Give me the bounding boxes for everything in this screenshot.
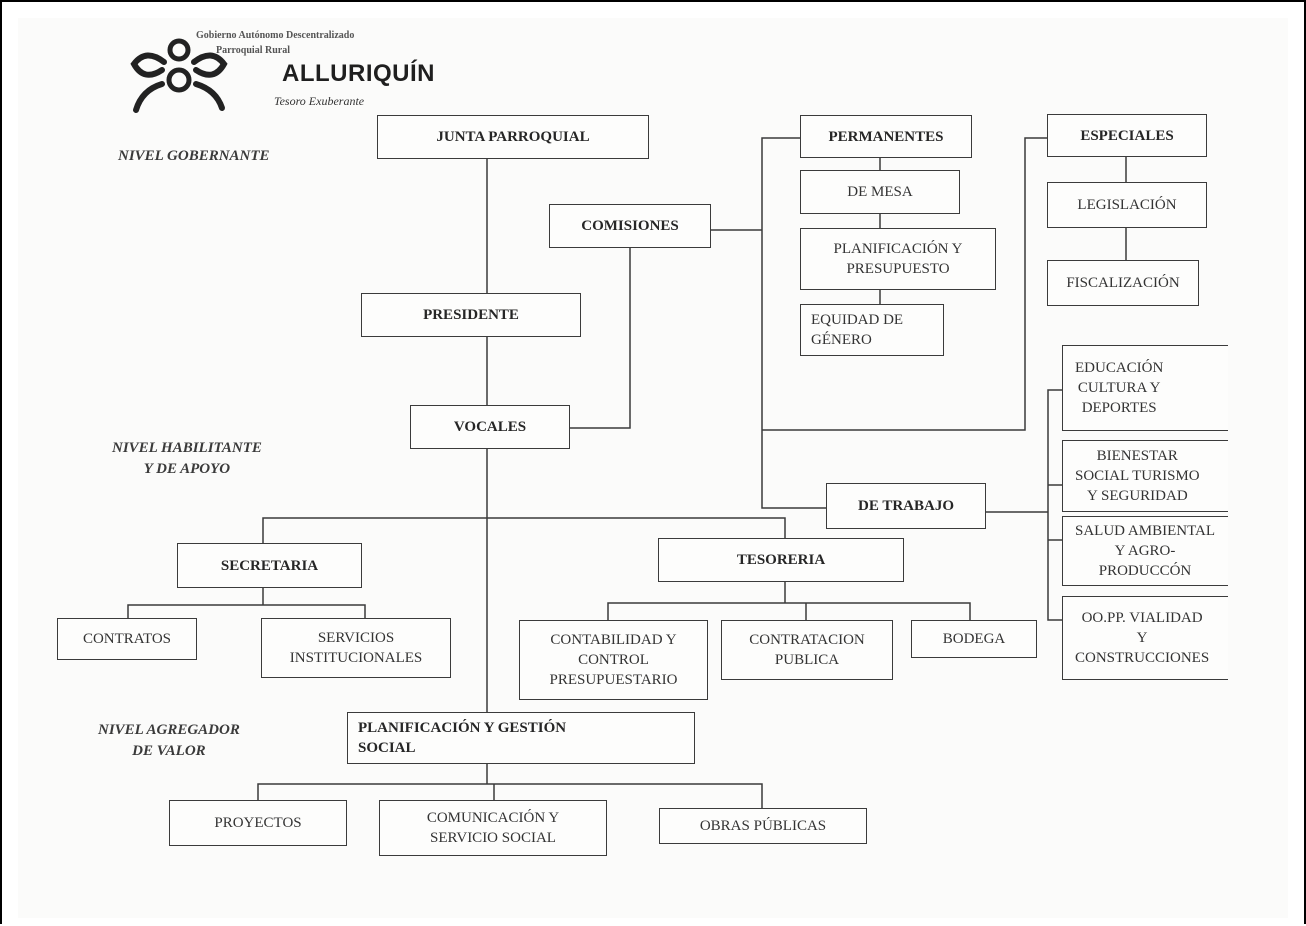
node-presidente: PRESIDENTE — [361, 293, 581, 337]
logo-emblem-icon — [130, 38, 228, 113]
node-de-trabajo: DE TRABAJO — [826, 483, 986, 529]
node-contabilidad: CONTABILIDAD Y CONTROL PRESUPUESTARIO — [519, 620, 708, 700]
node-especiales: ESPECIALES — [1047, 114, 1207, 157]
node-equidad-genero: EQUIDAD DE GÉNERO — [800, 304, 944, 356]
logo-name: ALLURIQUÍN — [282, 60, 435, 87]
node-contratos: CONTRATOS — [57, 618, 197, 660]
node-planificacion-presupuesto: PLANIFICACIÓN Y PRESUPUESTO — [800, 228, 996, 290]
level-label-agregador: NIVEL AGREGADOR DE VALOR — [98, 722, 240, 759]
node-bienestar: BIENESTAR SOCIAL TURISMO Y SEGURIDAD — [1062, 440, 1228, 512]
node-fiscalizacion: FISCALIZACIÓN — [1047, 260, 1199, 306]
node-tesoreria: TESORERIA — [658, 538, 904, 582]
logo-org-line1: Gobierno Autónomo Descentralizado — [196, 30, 355, 41]
node-vocales: VOCALES — [410, 405, 570, 449]
level-label-gobernante: NIVEL GOBERNANTE — [118, 148, 270, 164]
node-permanentes: PERMANENTES — [800, 115, 972, 158]
node-de-mesa: DE MESA — [800, 170, 960, 214]
logo: Gobierno Autónomo Descentralizado Parroq… — [124, 30, 454, 113]
node-planificacion-gestion-social: PLANIFICACIÓN Y GESTIÓN SOCIAL — [347, 712, 695, 764]
node-salud: SALUD AMBIENTAL Y AGRO- PRODUCCÓN — [1062, 516, 1228, 586]
node-educacion: EDUCACIÓN CULTURA Y DEPORTES — [1062, 345, 1228, 431]
node-proyectos: PROYECTOS — [169, 800, 347, 846]
node-junta-parroquial: JUNTA PARROQUIAL — [377, 115, 649, 159]
node-comisiones: COMISIONES — [549, 204, 711, 248]
node-oopp: OO.PP. VIALIDAD Y CONSTRUCCIONES — [1062, 596, 1228, 680]
node-obras-publicas: OBRAS PÚBLICAS — [659, 808, 867, 844]
node-comunicacion: COMUNICACIÓN Y SERVICIO SOCIAL — [379, 800, 607, 856]
level-label-habilitante: NIVEL HABILITANTE Y DE APOYO — [112, 440, 262, 477]
node-servicios-institucionales: SERVICIOS INSTITUCIONALES — [261, 618, 451, 678]
node-bodega: BODEGA — [911, 620, 1037, 658]
logo-org-line2: Parroquial Rural — [216, 45, 290, 56]
logo-tagline: Tesoro Exuberante — [274, 94, 365, 108]
node-legislacion: LEGISLACIÓN — [1047, 182, 1207, 228]
node-contratacion-publica: CONTRATACION PUBLICA — [721, 620, 893, 680]
node-secretaria: SECRETARIA — [177, 543, 362, 588]
